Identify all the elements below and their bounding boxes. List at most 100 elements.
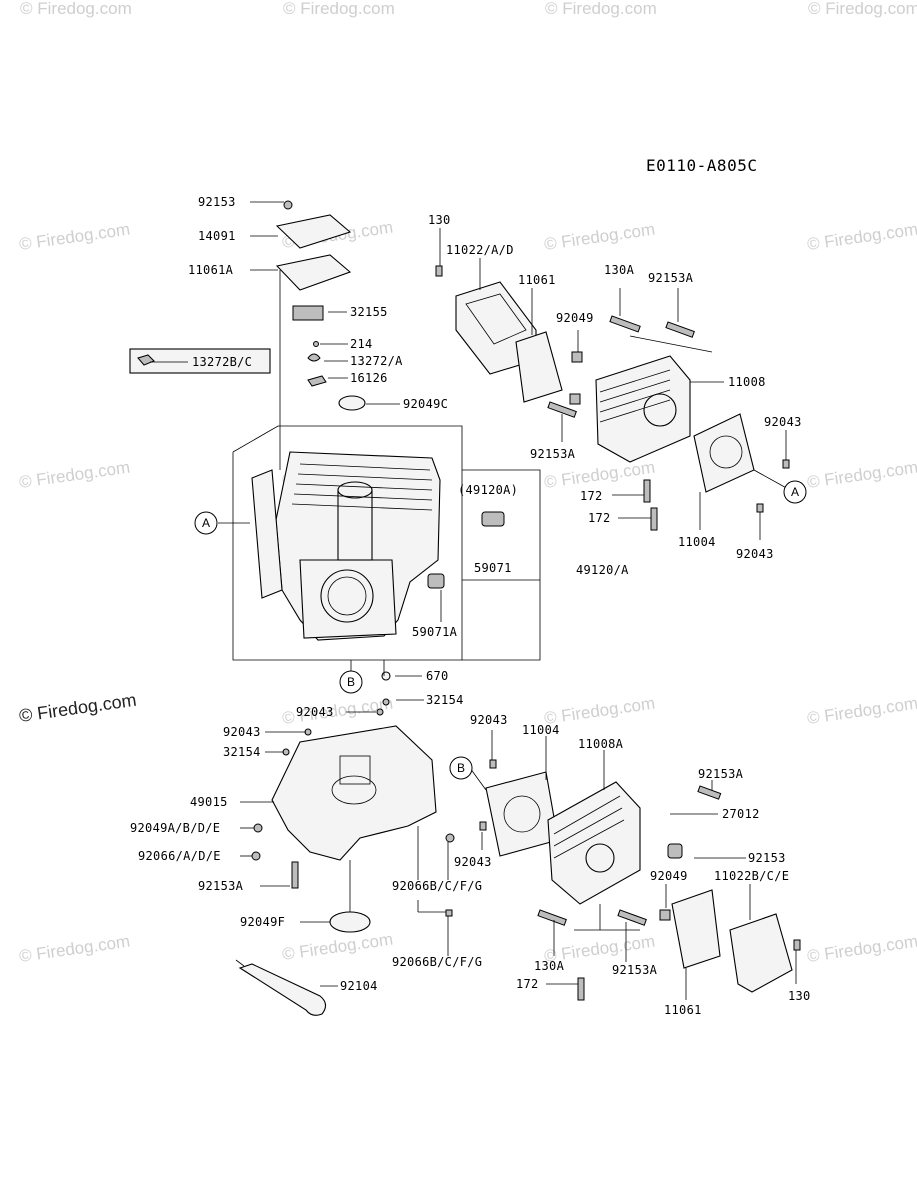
part-label: 11022/A/D xyxy=(446,243,514,257)
bolt-92153A-bot xyxy=(617,909,647,926)
nut-92049 xyxy=(571,351,583,363)
leader-lines-tl xyxy=(150,201,442,677)
part-label: 92043 xyxy=(764,415,802,429)
nut-92049b xyxy=(569,393,581,405)
watermark: © Firedog.com xyxy=(806,694,917,728)
part-label: 92043 xyxy=(296,705,334,719)
part-label: 92049F xyxy=(240,915,285,929)
rocker-cover-bot xyxy=(729,913,793,993)
cylinder-head-2-assembly xyxy=(479,759,801,1001)
plug-d xyxy=(445,909,453,917)
rocker-gasket-top xyxy=(515,331,563,403)
gasket-bore-2 xyxy=(503,795,541,833)
cylinder-head-1-assembly xyxy=(435,265,790,531)
watermark: © Firedog.com xyxy=(543,694,656,728)
cover-rib xyxy=(339,755,371,785)
cylinder-head-1 xyxy=(595,355,691,463)
dowel-92043-br xyxy=(489,759,497,769)
cylinder-barrel xyxy=(337,489,373,561)
cylinder-head-2 xyxy=(547,781,641,905)
pin xyxy=(313,341,319,347)
plug-b xyxy=(251,851,261,861)
part-label: 11004 xyxy=(678,535,716,549)
part-label: 59071 xyxy=(474,561,512,575)
watermark: © Firedog.com xyxy=(806,220,917,254)
stud-172b xyxy=(650,507,658,531)
leader-lines-bl xyxy=(240,699,449,987)
callout-a-right: A xyxy=(783,480,807,504)
head-gasket-1 xyxy=(693,413,755,493)
part-label: 11061 xyxy=(518,273,556,287)
part-label: 172 xyxy=(516,977,539,991)
filter xyxy=(481,511,505,527)
part-label: 92104 xyxy=(340,979,378,993)
plate xyxy=(307,375,327,387)
part-label: 92049C xyxy=(403,397,448,411)
watermark: © Firedog.com xyxy=(18,220,131,254)
cylinder-bore-inner xyxy=(327,576,367,616)
gasket-bore-1 xyxy=(709,435,743,469)
part-label: 670 xyxy=(426,669,449,683)
part-label: 11004 xyxy=(522,723,560,737)
flywheel-side xyxy=(251,469,283,599)
part-label: 92049A/B/D/E xyxy=(130,821,220,835)
crankcase-cover xyxy=(271,725,437,861)
watermark: © Firedog.com xyxy=(20,0,132,18)
part-label: 130A xyxy=(604,263,635,277)
part-label: 92043 xyxy=(736,547,774,561)
part-label: 92049 xyxy=(650,869,688,883)
barrel-top xyxy=(337,481,373,499)
diagram-code: E0110-A805C xyxy=(646,156,757,175)
dowel-92043a xyxy=(782,459,790,469)
part-label: 92153A xyxy=(648,271,694,285)
filter-alt xyxy=(427,573,445,589)
cylinder-block-assembly xyxy=(129,200,505,681)
part-label: 32154 xyxy=(223,745,261,759)
callout-b-right: B xyxy=(449,756,473,780)
part-label: 92043 xyxy=(470,713,508,727)
callout-a-label: A xyxy=(202,516,210,530)
bolt-130A xyxy=(609,315,641,333)
cover-boss xyxy=(331,775,377,805)
tube-nozzle xyxy=(235,959,245,967)
crankcase-cover-assembly xyxy=(235,698,455,1016)
part-label: 11061A xyxy=(188,263,234,277)
part-label: 92153 xyxy=(748,851,786,865)
dowel-pin xyxy=(376,708,384,716)
watermark: © Firedog.com xyxy=(283,0,395,18)
part-label: (49120A) xyxy=(458,483,518,497)
part-label: 92153 xyxy=(198,195,236,209)
leader-lines-br xyxy=(469,730,797,1000)
callout-b-label: B xyxy=(457,761,465,775)
part-label: 92066/A/D/E xyxy=(138,849,221,863)
rocker-gasket-bot xyxy=(671,889,721,969)
part-label: 11061 xyxy=(664,1003,702,1017)
bolt-130 xyxy=(435,265,443,277)
part-label: 92066B/C/F/G xyxy=(392,955,482,969)
sealant-tube xyxy=(238,963,327,1016)
head-fins-1 xyxy=(599,369,671,423)
bolt-head xyxy=(283,200,293,210)
head-fins-2 xyxy=(553,795,625,859)
head-port-2 xyxy=(585,843,615,873)
part-label: 172 xyxy=(588,511,611,525)
part-label: 11022B/C/E xyxy=(714,869,789,883)
part-label: 172 xyxy=(580,489,603,503)
part-label: 13272B/C xyxy=(192,355,252,369)
part-label: 92153A xyxy=(698,767,744,781)
part-label: 11008A xyxy=(578,737,624,751)
part-label: 32154 xyxy=(426,693,464,707)
part-label: 92043 xyxy=(223,725,261,739)
oil-seal-92049F xyxy=(329,911,371,933)
oil-seal xyxy=(338,395,366,411)
part-label: 49120/A xyxy=(576,563,629,577)
head-gasket-2 xyxy=(485,771,559,857)
part-label: 92049 xyxy=(556,311,594,325)
part-label: 214 xyxy=(350,337,373,351)
watermark: © Firedog.com xyxy=(543,220,656,254)
part-label: 11008 xyxy=(728,375,766,389)
callout-b-left: B xyxy=(339,670,363,694)
watermark: © Firedog.com xyxy=(545,0,657,18)
clip xyxy=(307,353,321,362)
